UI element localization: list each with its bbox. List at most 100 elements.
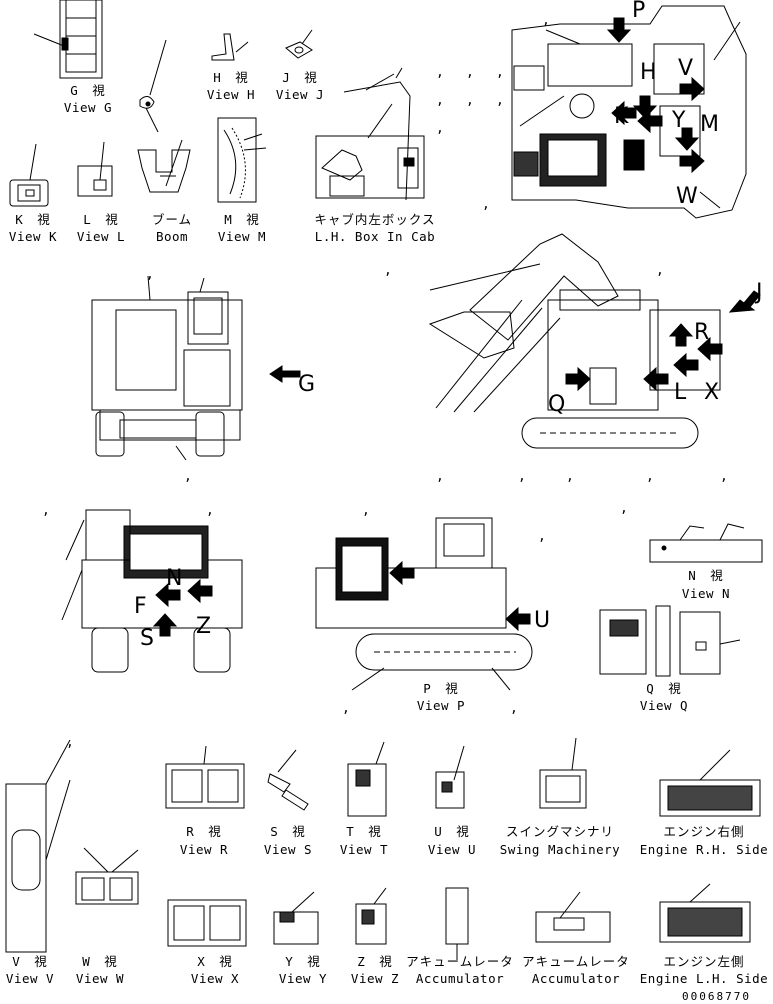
view-j-drawing: [285, 29, 313, 59]
view-q-label-en: View Q: [639, 698, 689, 713]
view-v-label-en: View V: [5, 971, 55, 986]
view-y-label-en: View Y: [278, 971, 328, 986]
callout-j: J: [756, 280, 763, 305]
tick-mark: ,: [620, 501, 628, 516]
left-view-drawing: [315, 517, 533, 691]
tick-mark: ,: [496, 65, 504, 80]
callout-w: W: [676, 184, 698, 209]
callout-g: G: [298, 372, 316, 397]
view-v-label-jp: V 視: [12, 954, 48, 969]
cab-box-drawing: [315, 67, 425, 201]
accumulator-2-label-en: Accumulator: [531, 971, 621, 986]
callout-v: V: [678, 56, 694, 81]
side-view-drawing: [428, 233, 761, 449]
view-l-drawing: [77, 141, 113, 197]
view-z-drawing: [355, 887, 387, 945]
view-u-label-jp: U 視: [434, 824, 470, 839]
callout-x: X: [704, 380, 720, 405]
tick-mark: ,: [146, 267, 154, 282]
view-g-drawing: [33, 0, 103, 79]
cab-box-label-jp: キャブ内左ボックス: [314, 212, 436, 227]
tick-mark: ,: [538, 529, 546, 544]
view-q-label-jp: Q 視: [646, 681, 682, 696]
view-k-drawing: [9, 143, 49, 207]
view-j-label-jp: J 視: [282, 70, 318, 85]
view-l-label-en: View L: [76, 229, 126, 244]
tick-mark: ,: [496, 93, 504, 108]
callout-n: N: [166, 566, 183, 591]
view-w-drawing: [75, 847, 139, 905]
engine-lh-drawing: [659, 883, 751, 943]
tick-mark: ,: [720, 469, 728, 484]
view-m-drawing: [217, 117, 267, 203]
view-y-drawing: [273, 891, 319, 945]
view-h-label-jp: H 視: [213, 70, 249, 85]
view-g-label-en: View G: [63, 100, 113, 115]
callout-k: K: [614, 104, 629, 129]
small-bracket-drawing: [139, 39, 167, 133]
callout-p: P: [632, 0, 646, 23]
view-q-drawing: [599, 605, 741, 677]
view-h-label-en: View H: [206, 87, 256, 102]
tick-mark: ,: [518, 469, 526, 484]
view-z-label-jp: Z 視: [357, 954, 393, 969]
view-k-label-en: View K: [8, 229, 58, 244]
view-t-label-en: View T: [339, 842, 389, 857]
front-view-drawing: [61, 509, 243, 673]
tick-mark: ,: [566, 469, 574, 484]
boom-label-en: Boom: [155, 229, 189, 244]
view-x-label-jp: X 視: [197, 954, 233, 969]
view-u-drawing: [435, 745, 465, 809]
accumulator-1-label-jp: アキュームレータ: [406, 954, 514, 969]
swing-machinery-label-jp: スイングマシナリ: [505, 824, 614, 839]
view-w-label-en: View W: [75, 971, 125, 986]
view-k-label-jp: K 視: [15, 212, 51, 227]
callout-l: L: [674, 380, 687, 405]
tick-mark: ,: [342, 701, 350, 716]
tick-mark: ,: [206, 503, 214, 518]
view-j-label-en: View J: [275, 87, 325, 102]
view-r-label-jp: R 視: [186, 824, 222, 839]
tick-mark: ,: [656, 263, 664, 278]
view-n-drawing: [649, 523, 763, 563]
tick-mark: ,: [436, 469, 444, 484]
callout-m: M: [700, 112, 719, 137]
accumulator-2-label-jp: アキュームレータ: [522, 954, 630, 969]
view-m-label-en: View M: [217, 229, 267, 244]
view-r-label-en: View R: [179, 842, 229, 857]
swing-machinery-drawing: [539, 737, 587, 809]
callout-y: Y: [672, 108, 686, 133]
view-x-label-en: View X: [190, 971, 240, 986]
tick-mark: ,: [184, 469, 192, 484]
callout-f: F: [134, 594, 147, 619]
view-u-label-en: View U: [427, 842, 477, 857]
accumulator-1-drawing: [445, 887, 469, 960]
view-z-label-en: View Z: [350, 971, 400, 986]
callout-u: U: [534, 608, 551, 633]
view-s-label-en: View S: [263, 842, 313, 857]
engine-lh-label-en: Engine L.H. Side: [639, 971, 769, 986]
view-m-label-jp: M 視: [224, 212, 260, 227]
view-y-label-jp: Y 視: [285, 954, 321, 969]
cab-box-label-en: L.H. Box In Cab: [314, 229, 436, 244]
tick-mark: ,: [646, 469, 654, 484]
view-p-label-en: View P: [416, 698, 466, 713]
view-x-drawing: [167, 899, 247, 947]
tick-mark: ,: [436, 93, 444, 108]
view-h-drawing: [211, 33, 249, 61]
accumulator-1-label-en: Accumulator: [415, 971, 505, 986]
document-number: 00068770: [682, 990, 751, 1003]
tick-mark: ,: [436, 65, 444, 80]
view-n-label-jp: N 視: [688, 568, 724, 583]
tick-mark: ,: [436, 121, 444, 136]
view-t-drawing: [347, 741, 387, 817]
accumulator-2-drawing: [535, 891, 611, 943]
tick-mark: ,: [466, 65, 474, 80]
tick-mark: ,: [384, 263, 392, 278]
callout-z: Z: [196, 614, 212, 639]
swing-machinery-label-en: Swing Machinery: [499, 842, 621, 857]
engine-rh-drawing: [659, 749, 761, 817]
engine-lh-label-jp: エンジン左側: [663, 954, 745, 969]
view-l-label-jp: L 視: [83, 212, 119, 227]
